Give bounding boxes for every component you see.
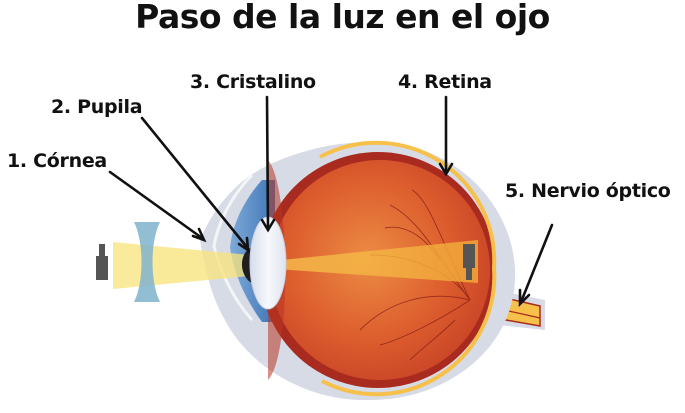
arrow-cornea [108,170,204,240]
diagram-title: Paso de la luz en el ojo [135,0,550,36]
label-pupila: 2. Pupila [51,96,143,118]
label-cornea: 1. Córnea [7,150,107,172]
retina-image-icon [463,244,475,280]
cornea [212,173,254,322]
label-nervio-optico: 5. Nervio óptico [505,180,671,202]
arrow-cristalino [265,95,270,231]
focused-beam [262,240,478,283]
label-retina: 4. Retina [398,71,492,93]
arrow-nervio [519,223,554,304]
arrow-pupila [140,116,248,248]
retina-band [319,140,497,397]
object-icon [96,244,108,280]
concave-lens-icon [134,222,160,302]
pointer-arrows [108,95,554,308]
label-cristalino: 3. Cristalino [190,71,316,93]
